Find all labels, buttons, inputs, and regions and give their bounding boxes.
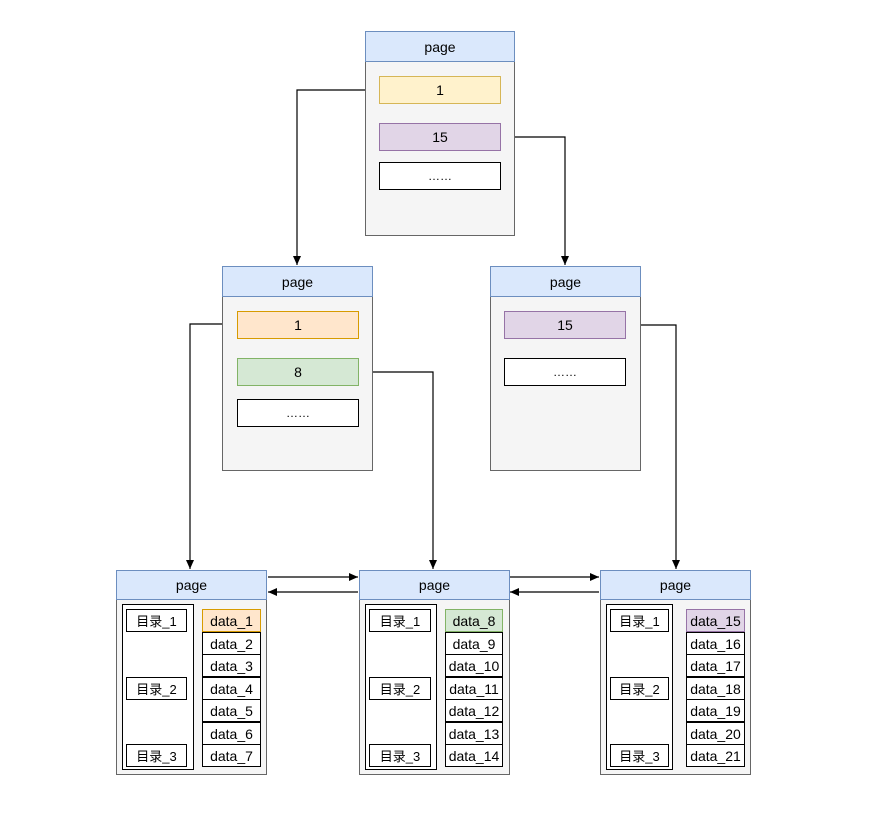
leaf-2-data-9: data_9	[445, 632, 503, 655]
leaf-3-dir-3: 目录_3	[610, 744, 669, 767]
leaf-page-3-header: page	[600, 570, 751, 600]
right-key-15: 15	[504, 311, 626, 339]
root-key-more: ……	[379, 162, 501, 190]
root-page-header: page	[365, 31, 515, 62]
leaf-2-data-12: data_12	[445, 699, 503, 722]
left-key-8: 8	[237, 358, 359, 386]
arrow-left-8-to-leaf-2	[358, 371, 437, 569]
leaf-2-dir-1: 目录_1	[369, 609, 431, 632]
leaf-2-data-13: data_13	[445, 722, 503, 745]
leaf-1-data-3: data_3	[202, 654, 261, 677]
right-key-more: ……	[504, 358, 626, 386]
leaf-1-data-6: data_6	[202, 722, 261, 745]
arrow-right-15-to-leaf-3	[626, 324, 680, 569]
leaf-1-data-4: data_4	[202, 677, 261, 700]
leaf-3-data-20: data_20	[686, 722, 745, 745]
left-key-more: ……	[237, 399, 359, 427]
leaf-2-data-10: data_10	[445, 654, 503, 677]
leaf-3-data-16: data_16	[686, 632, 745, 655]
leaf-2-data-8: data_8	[445, 609, 503, 632]
leaf-1-data-1: data_1	[202, 609, 261, 632]
arrow-root-15-to-right-page	[500, 136, 569, 265]
left-key-1: 1	[237, 311, 359, 339]
leaf-2-dir-3: 目录_3	[369, 744, 431, 767]
leaf-1-data-2: data_2	[202, 632, 261, 655]
root-key-15: 15	[379, 123, 501, 151]
left-internal-page-header: page	[222, 266, 373, 297]
leaf-3-dir-2: 目录_2	[610, 677, 669, 700]
leaf-2-data-11: data_11	[445, 677, 503, 700]
leaf-1-dir-1: 目录_1	[126, 609, 187, 632]
leaf-3-data-15: data_15	[686, 609, 745, 632]
leaf-page-2-header: page	[359, 570, 510, 600]
leaf-3-data-19: data_19	[686, 699, 745, 722]
leaf-3-dir-1: 目录_1	[610, 609, 669, 632]
root-key-1: 1	[379, 76, 501, 104]
leaf-1-dir-2: 目录_2	[126, 677, 187, 700]
arrow-root-1-to-left-page	[293, 89, 379, 265]
leaf-2-data-14: data_14	[445, 744, 503, 767]
leaf-1-data-5: data_5	[202, 699, 261, 722]
leaf-3-data-17: data_17	[686, 654, 745, 677]
leaf-2-dir-2: 目录_2	[369, 677, 431, 700]
leaf-3-data-18: data_18	[686, 677, 745, 700]
leaf-3-data-21: data_21	[686, 744, 745, 767]
leaf-1-data-7: data_7	[202, 744, 261, 767]
leaf-page-1-header: page	[116, 570, 267, 600]
leaf-1-dir-3: 目录_3	[126, 744, 187, 767]
arrow-left-1-to-leaf-1	[186, 323, 237, 569]
right-internal-page-header: page	[490, 266, 641, 297]
